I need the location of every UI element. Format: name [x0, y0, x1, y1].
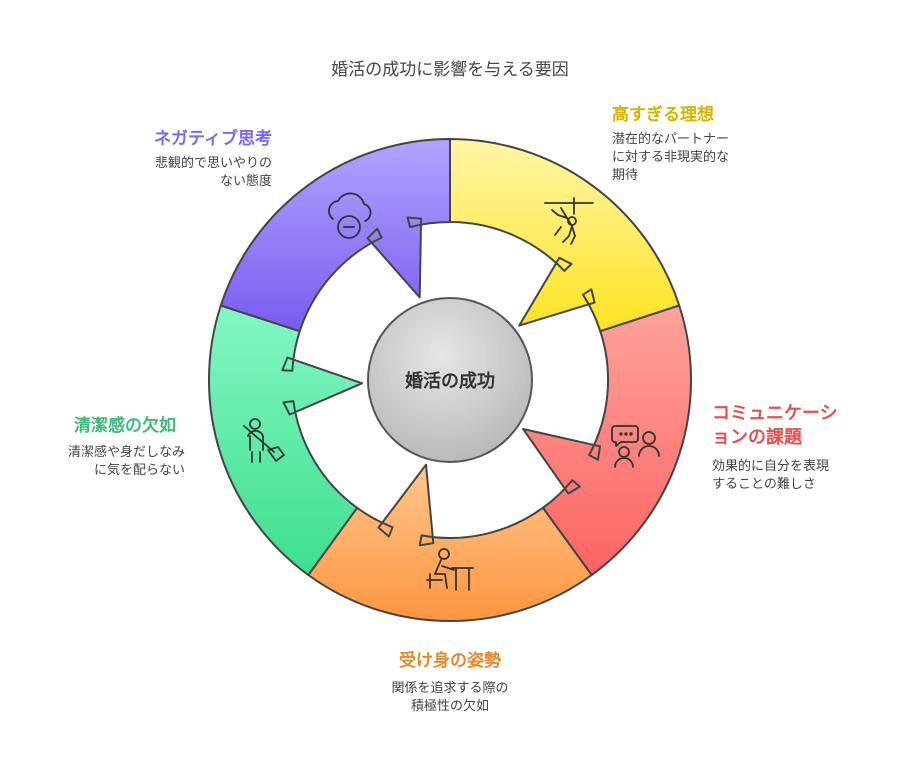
center-label: 婚活の成功	[405, 370, 495, 392]
person-with-broom-icon	[243, 418, 285, 463]
center-circle	[367, 297, 533, 463]
cloud-minus-icon	[328, 192, 372, 239]
diagram-title: 婚活の成功に影響を与える要因	[331, 60, 569, 80]
factor-desc-communication: 効果的に自分を表現 することの難しさ	[712, 459, 830, 492]
factor-desc-cleanliness: 清潔感や身だしなみ に気を配らない	[67, 445, 185, 478]
factor-title-high-ideals: 高すぎる理想	[612, 105, 714, 125]
factor-desc-negative-thinking: 悲観的で思いやりの ない態度	[154, 156, 272, 189]
factor-title-cleanliness: 清潔感の欠如	[74, 416, 176, 436]
climbing-person-icon	[544, 197, 594, 245]
factor-desc-passive-attitude: 関係を追求する際の 積極性の欠如	[391, 681, 509, 714]
factor-title-communication: コミュニケーシ ョンの課題	[712, 403, 838, 448]
person-at-desk-icon	[426, 548, 474, 591]
people-chat-icon	[611, 425, 660, 468]
factor-desc-high-ideals: 潜在的なパートナー に対する非現実的な 期待	[612, 132, 730, 183]
factor-title-passive-attitude: 受け身の姿勢	[399, 651, 501, 671]
segment-orange-passive	[307, 463, 593, 623]
factor-title-negative-thinking: ネガティブ思考	[154, 129, 272, 149]
segment-purple-negative	[219, 138, 451, 333]
